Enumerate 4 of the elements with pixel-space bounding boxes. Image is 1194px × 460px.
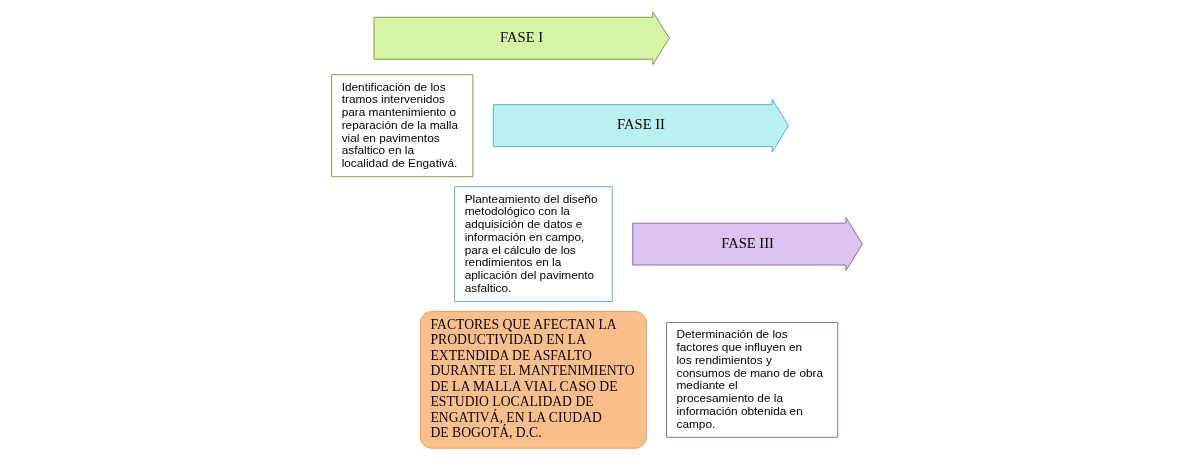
node-box: Determinación de los factores que influyen en los rendimientos y consumos de mano de obra mediante el procesamiento de la información obtenida en campo. (666, 322, 839, 438)
node-box: FACTORES QUE AFECTAN LA PRODUCTIVIDAD EN LA EXTENDIDA DE ASFALTO DURANTE EL MANTENIMIENTO DE LA MALLA VIAL CASO DE ESTUDIO LOCALIDAD DE ENGATIVÁ, EN LA CIUDAD DE BOGOTÁ, D.C. (420, 311, 647, 449)
node-box: Identificación de los tramos intervenidos para mantenimiento o reparación de la malla vial en pavimentos asfaltico en la localidad de Engativá. (331, 74, 474, 178)
node-box: Planteamiento del diseño metodológico con la adquisición de datos e información en campo, para el cálculo de los rendimientos en la aplicación del pavimento asfaltico. (454, 186, 613, 302)
